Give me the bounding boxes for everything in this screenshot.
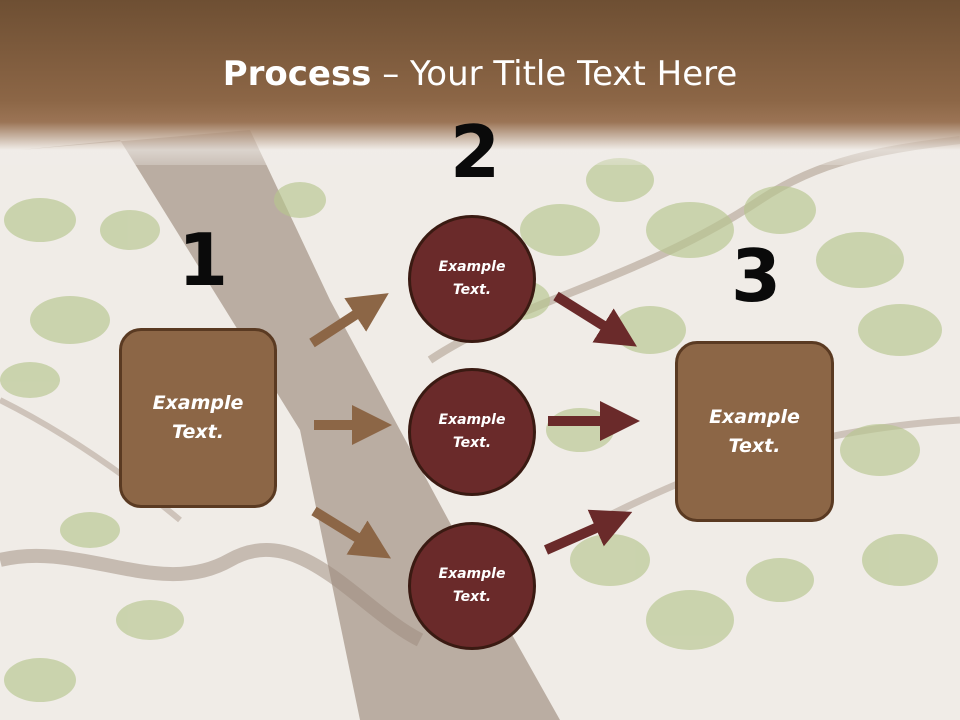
step-3-text: Example Text. [709, 405, 800, 457]
step-2-circle-bottom: Example Text. [408, 522, 536, 650]
header-band [0, 0, 960, 165]
title-rest: – Your Title Text Here [371, 54, 738, 94]
circle-bottom-text: Example Text. [438, 566, 506, 605]
step-2-circle-middle: Example Text. [408, 368, 536, 496]
circle-top-text: Example Text. [438, 259, 506, 298]
step-number-2: 2 [450, 110, 501, 194]
arrow-box1-to-circle-top [309, 293, 389, 348]
title-bold: Process [222, 54, 372, 94]
slide-title: Process – Your Title Text Here [0, 52, 960, 96]
circle-middle-text: Example Text. [438, 412, 506, 451]
step-number-1: 1 [178, 218, 229, 302]
step-2-circle-top: Example Text. [408, 215, 536, 343]
step-number-3: 3 [731, 234, 782, 318]
step-1-text: Example Text. [152, 392, 244, 443]
step-3-box: Example Text. [675, 341, 834, 522]
arrow-circle-top-to-box3 [553, 291, 637, 347]
arrow-box1-to-circle-bottom [311, 506, 392, 559]
arrow-circle-bottom-to-box3 [543, 509, 633, 555]
step-1-box: Example Text. [119, 328, 277, 508]
